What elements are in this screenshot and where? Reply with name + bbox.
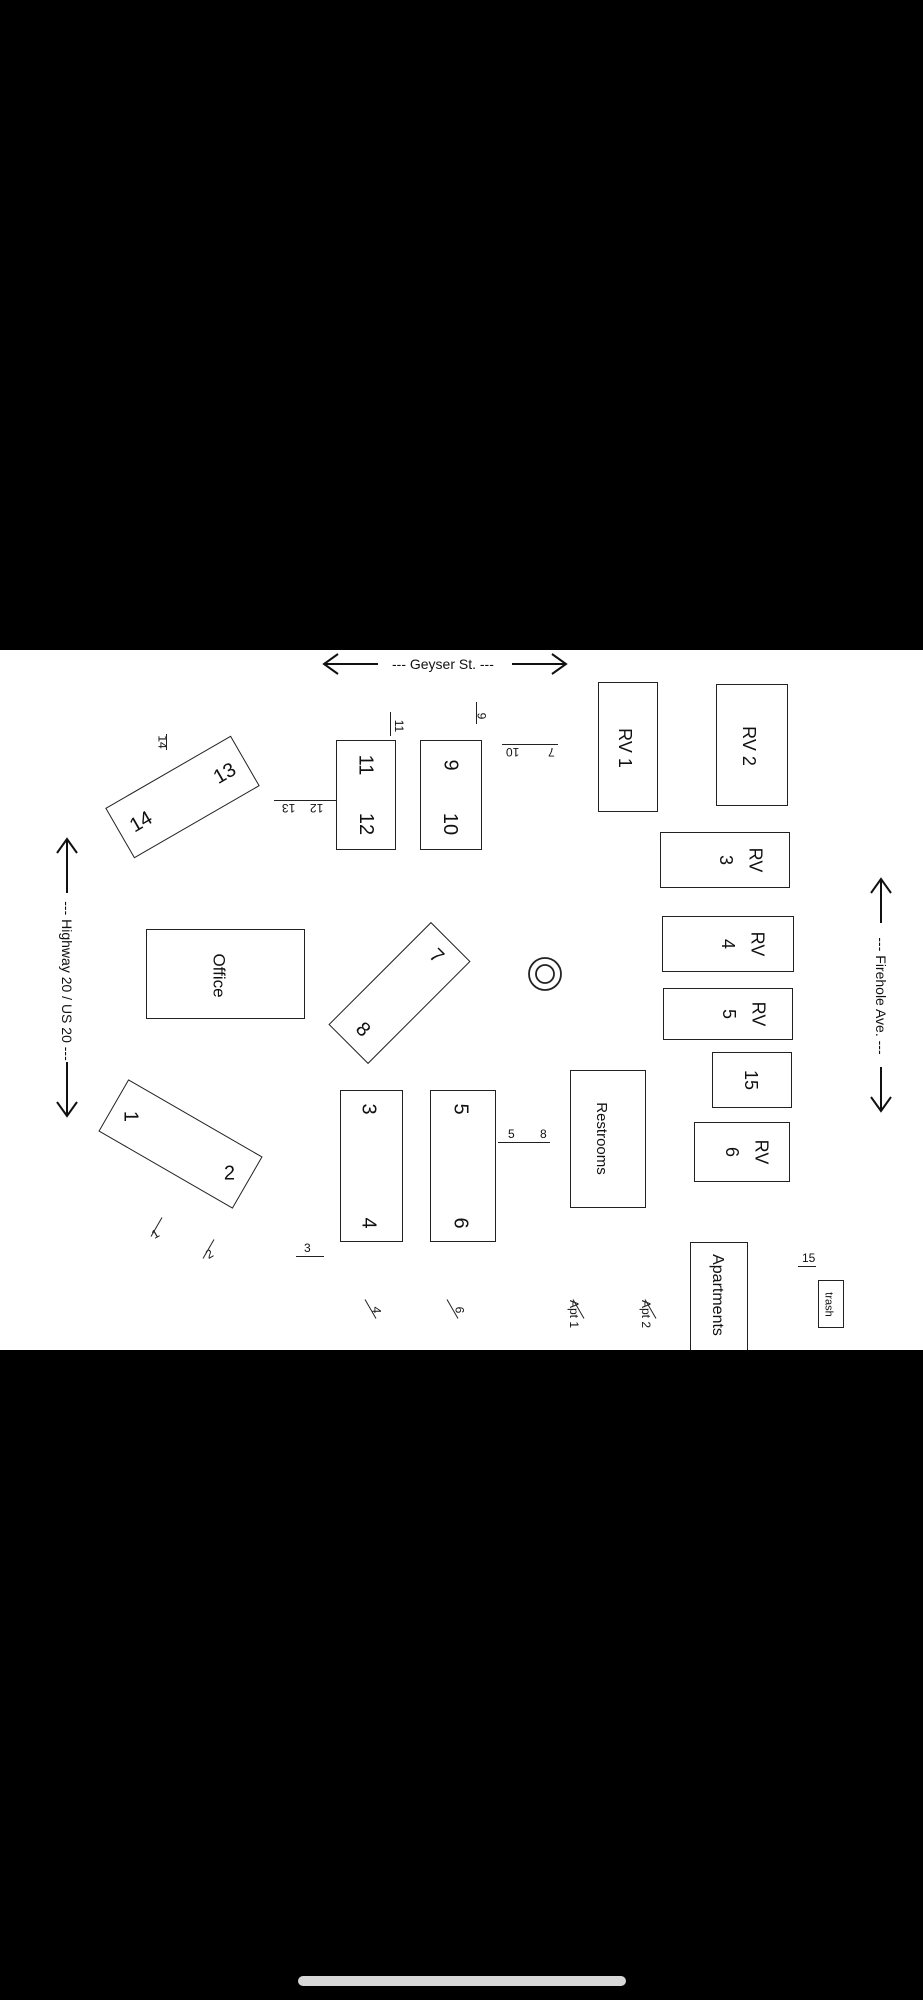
rv-6-label-line1: RV <box>751 1139 772 1165</box>
rv-4-label-line2: 4 <box>718 938 739 950</box>
home-indicator[interactable] <box>298 1976 626 1986</box>
unit-3-label: 3 <box>357 1103 380 1115</box>
parking-marker-11: 11 <box>392 719 407 733</box>
parking-line-12-13 <box>274 800 336 801</box>
parking-marker-15: 15 <box>802 1251 816 1265</box>
unit-4-label: 4 <box>357 1217 380 1229</box>
parking-marker-5: 5 <box>508 1127 515 1141</box>
parking-line-14 <box>166 734 167 750</box>
rv-4-label-line1: RV <box>747 931 768 957</box>
unit-12-label: 12 <box>355 812 378 836</box>
unit-15-label: 15 <box>741 1069 762 1091</box>
apartments-building: Apartments <box>690 1242 748 1350</box>
unit-8-label: 8 <box>351 1018 375 1042</box>
arrow-down-icon <box>870 1067 892 1113</box>
trash-label: trash <box>822 1292 835 1317</box>
parking-line-11 <box>390 712 391 736</box>
building-13-14: 14 13 <box>105 735 260 859</box>
parking-line-3 <box>296 1256 324 1257</box>
rv-site-3: RV 3 <box>660 832 790 888</box>
parking-marker-7: 7 <box>548 745 555 759</box>
firehole-ave-label: --- Firehole Ave. --- <box>873 937 889 1055</box>
geyser-st-label: --- Geyser St. --- <box>392 656 494 672</box>
fire-pit-icon <box>528 957 562 991</box>
parking-line-7-10 <box>502 744 558 745</box>
unit-2-label: 2 <box>223 1162 235 1185</box>
building-3-4: 3 4 <box>340 1090 403 1242</box>
rv-site-1: RV 1 <box>598 682 658 812</box>
arrow-left-icon <box>322 653 378 675</box>
arrow-up-icon <box>870 877 892 923</box>
highway-20-road: --- Highway 20 / US 20 --- <box>52 835 82 1135</box>
building-9-10: 9 10 <box>420 740 482 850</box>
parking-marker-8: 8 <box>540 1127 547 1141</box>
rv-1-label: RV 1 <box>614 728 635 768</box>
parking-marker-9: 9 <box>474 712 489 720</box>
office-building: Office <box>146 929 305 1019</box>
parking-line-9 <box>476 702 477 724</box>
rv-5-label-line1: RV <box>748 1001 769 1027</box>
campground-map: --- Geyser St. --- --- Highway 20 / US 2… <box>0 650 923 1350</box>
restrooms-label: Restrooms <box>592 1102 610 1175</box>
rv-3-label-line2: 3 <box>716 854 737 866</box>
rv-6-label-line2: 6 <box>722 1146 743 1158</box>
office-label: Office <box>209 953 229 998</box>
rv-site-5: RV 5 <box>663 988 793 1040</box>
arrow-up-icon <box>56 837 78 893</box>
rv-site-2: RV 2 <box>716 684 788 806</box>
building-1-2: 1 2 <box>98 1079 263 1209</box>
parking-marker-10: 10 <box>506 745 520 759</box>
unit-11-label: 11 <box>354 754 377 776</box>
unit-14-label: 14 <box>125 806 157 838</box>
unit-9-label: 9 <box>439 759 462 771</box>
building-7-8: 7 8 <box>328 921 471 1065</box>
unit-1-label: 1 <box>119 1110 142 1122</box>
unit-13-label: 13 <box>209 758 241 789</box>
rv-3-label-line1: RV <box>745 847 766 873</box>
unit-15: 15 <box>712 1052 792 1108</box>
building-11-12: 11 12 <box>336 740 396 850</box>
geyser-st-road: --- Geyser St. --- <box>320 650 570 675</box>
unit-6-label: 6 <box>449 1217 472 1229</box>
unit-5-label: 5 <box>449 1103 472 1115</box>
firehole-ave-road: --- Firehole Ave. --- <box>866 875 896 1115</box>
building-5-6: 5 6 <box>430 1090 496 1242</box>
arrow-down-icon <box>56 1062 78 1118</box>
rv-5-label-line2: 5 <box>719 1008 740 1020</box>
arrow-right-icon <box>512 653 568 675</box>
rv-site-4: RV 4 <box>662 916 794 972</box>
trash-bin: trash <box>818 1280 844 1328</box>
parking-marker-apt-1: Apt 1 <box>567 1299 582 1329</box>
apartments-label: Apartments <box>708 1254 726 1336</box>
parking-marker-apt-2: Apt 2 <box>639 1299 654 1329</box>
parking-marker-3: 3 <box>304 1241 311 1255</box>
parking-marker-13: 13 <box>282 801 296 815</box>
parking-line-15 <box>798 1266 816 1267</box>
parking-marker-12: 12 <box>310 801 324 815</box>
rv-site-6: RV 6 <box>694 1122 790 1182</box>
rv-2-label: RV 2 <box>738 726 759 766</box>
highway-20-label: --- Highway 20 / US 20 --- <box>59 901 75 1061</box>
restrooms-building: Restrooms <box>570 1070 646 1208</box>
parking-line-5-8 <box>498 1142 550 1143</box>
unit-10-label: 10 <box>439 812 462 836</box>
unit-7-label: 7 <box>424 944 448 968</box>
